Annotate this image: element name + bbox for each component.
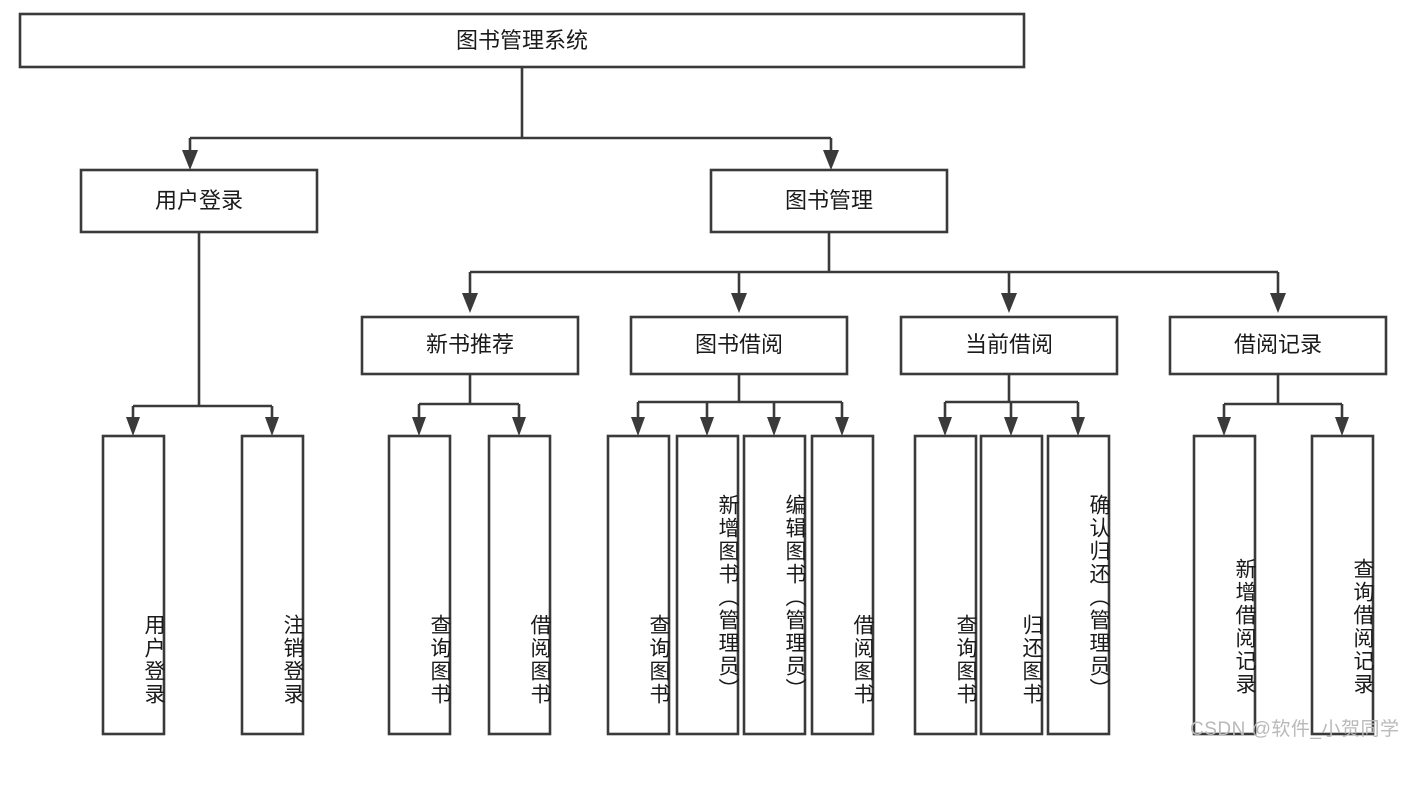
leaf-box-query-record[interactable]	[1310, 434, 1375, 736]
edge-bookborrow-to-leaves	[631, 374, 849, 436]
leaf-box-borrow-book-1[interactable]	[487, 434, 552, 736]
leaf-box-user-logout[interactable]	[240, 434, 305, 736]
node-book-borrow[interactable]: 图书借阅	[629, 315, 849, 376]
leaf-box-user-login[interactable]	[101, 434, 166, 736]
leaf-box-add-book[interactable]	[675, 434, 740, 736]
node-borrow-record[interactable]: 借阅记录	[1168, 315, 1388, 376]
leaf-box-query-book-2[interactable]	[606, 434, 671, 736]
leaf-boxes	[101, 434, 1375, 736]
flowchart-diagram: 图书管理系统 用户登录 图书管理 新书推荐 图书借阅 当前借阅 借阅记录	[18, 12, 1400, 740]
leaf-box-return-book[interactable]	[979, 434, 1044, 736]
leaf-box-confirm-return[interactable]	[1046, 434, 1111, 736]
leaf-box-query-book-3[interactable]	[913, 434, 978, 736]
node-root-label: 图书管理系统	[456, 28, 588, 53]
leaf-box-borrow-book-2[interactable]	[810, 434, 875, 736]
node-current-borrow-label: 当前借阅	[965, 332, 1053, 357]
leaf-box-edit-book[interactable]	[742, 434, 807, 736]
edge-userlogin-to-leaves	[126, 232, 279, 436]
edge-root-to-level2	[182, 67, 839, 170]
leaf-box-add-record[interactable]	[1192, 434, 1257, 736]
node-book-manage-label: 图书管理	[785, 188, 873, 213]
edge-currentborrow-to-leaves	[938, 374, 1085, 436]
node-new-book-recommend-label: 新书推荐	[426, 332, 514, 357]
node-user-login-label: 用户登录	[155, 188, 243, 213]
csdn-watermark: CSDN @软件_小贺同学	[1190, 719, 1400, 740]
node-book-manage[interactable]: 图书管理	[709, 168, 949, 234]
node-new-book-recommend[interactable]: 新书推荐	[360, 315, 580, 376]
edge-borrowrecord-to-leaves	[1217, 374, 1349, 436]
node-book-borrow-label: 图书借阅	[695, 332, 783, 357]
edge-bookmanage-to-level3	[462, 232, 1286, 313]
node-borrow-record-label: 借阅记录	[1234, 332, 1322, 357]
node-user-login[interactable]: 用户登录	[79, 168, 319, 234]
node-current-borrow[interactable]: 当前借阅	[899, 315, 1119, 376]
node-root[interactable]: 图书管理系统	[18, 12, 1026, 69]
diagram-canvas: 图书管理系统 用户登录 图书管理 新书推荐 图书借阅 当前借阅 借阅记录	[18, 12, 1388, 736]
leaf-box-query-book-1[interactable]	[387, 434, 452, 736]
edge-newbook-to-leaves	[412, 374, 526, 436]
